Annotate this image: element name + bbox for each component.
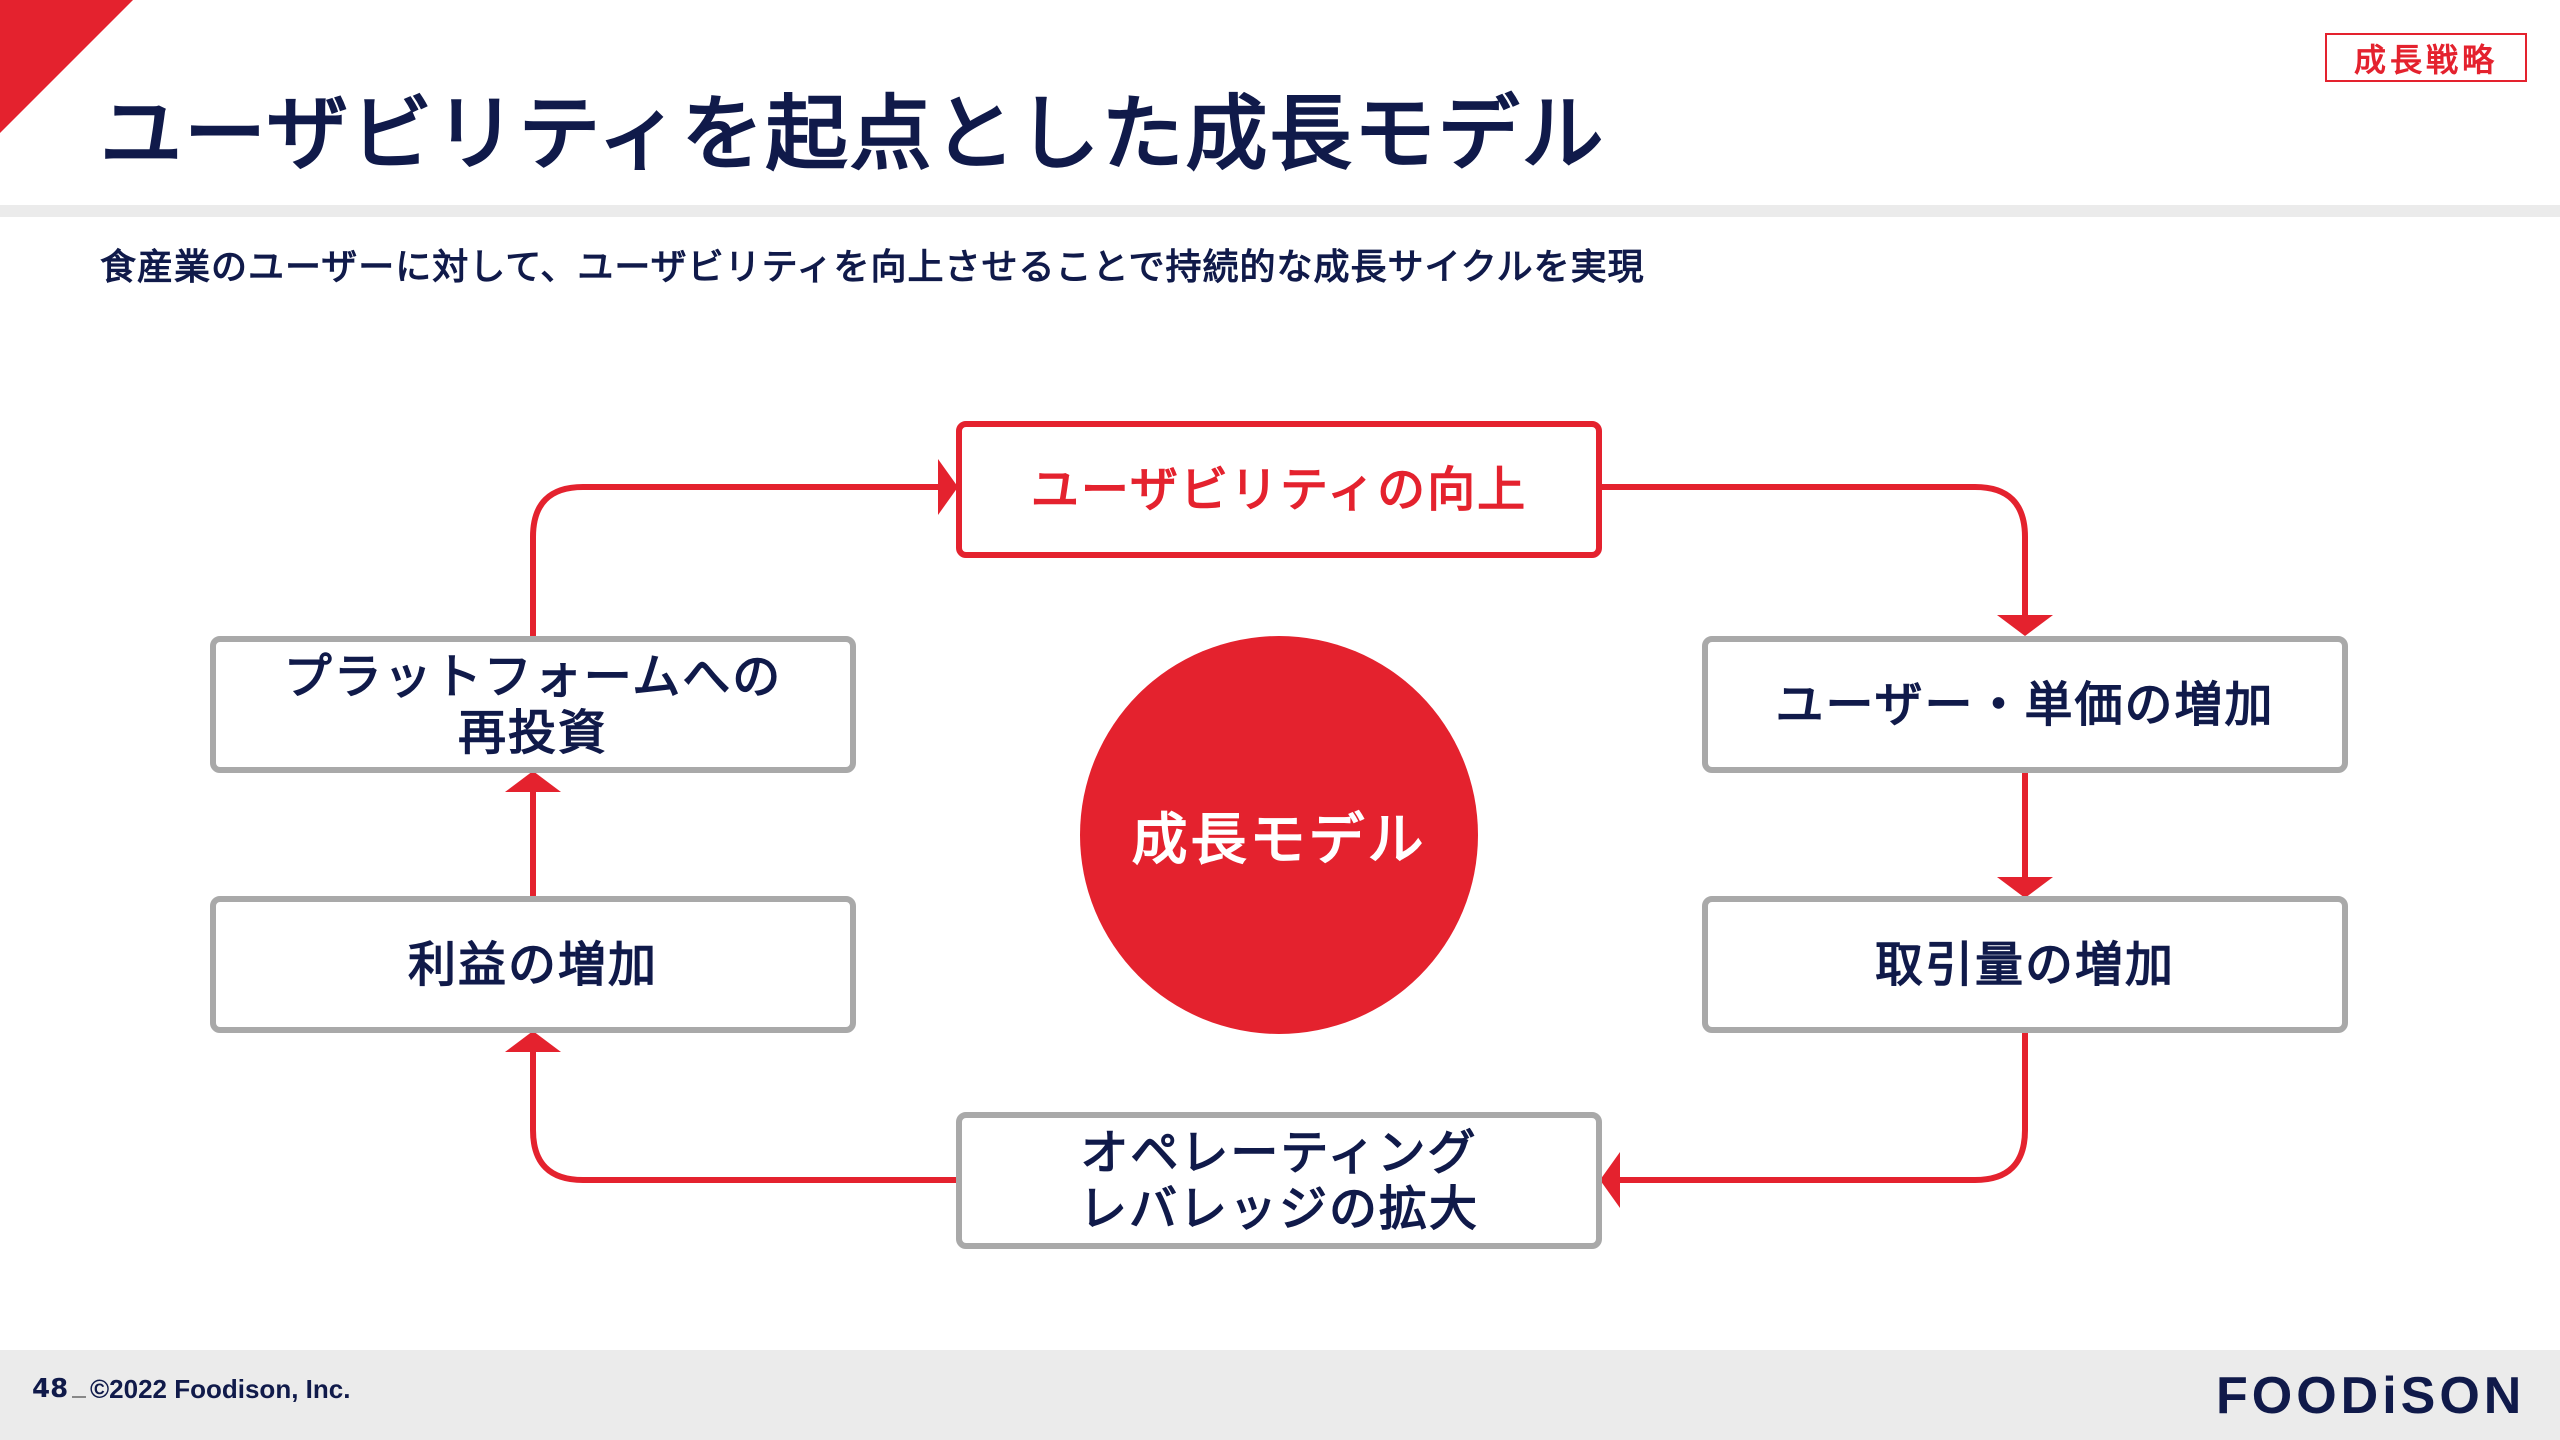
arrowhead-down-users xyxy=(1997,615,2053,636)
page-title: ユーザビリティを起点とした成長モデル xyxy=(100,87,1606,182)
arrowhead-right-usability xyxy=(938,459,958,515)
arrowhead-up-profit xyxy=(505,1031,561,1052)
arrow-leverage-to-profit xyxy=(530,1050,958,1183)
footer-bar xyxy=(0,1350,2560,1440)
corner-accent-triangle xyxy=(0,0,133,133)
company-logo: FOODiSON xyxy=(2216,1367,2526,1425)
arrow-transactions-to-leverage xyxy=(1620,1033,2028,1183)
section-tag: 成長戦略 xyxy=(2325,33,2527,82)
node-users-price: ユーザー・単価の増加 xyxy=(1702,636,2348,773)
page-number: 48 xyxy=(32,1374,69,1404)
arrowhead-left-leverage xyxy=(1600,1152,1620,1208)
arrow-reinvest-to-usability xyxy=(530,484,940,636)
node-leverage: オペレーティング レバレッジの拡大 xyxy=(956,1112,1602,1249)
arrow-usability-to-users xyxy=(1600,484,2028,615)
title-divider xyxy=(0,205,2560,217)
node-profit: 利益の増加 xyxy=(210,896,856,1033)
node-transactions: 取引量の増加 xyxy=(1702,896,2348,1033)
page-subtitle: 食産業のユーザーに対して、ユーザビリティを向上させることで持続的な成長サイクルを… xyxy=(100,247,1645,288)
node-reinvest: プラットフォームへの 再投資 xyxy=(210,636,856,773)
arrowhead-down-transactions xyxy=(1997,877,2053,898)
center-label: 成長モデル xyxy=(1080,636,1478,1034)
copyright: ©2022 Foodison, Inc. xyxy=(90,1374,351,1404)
arrowhead-up-reinvest xyxy=(505,771,561,792)
node-usability: ユーザビリティの向上 xyxy=(956,421,1602,558)
page-number-separator xyxy=(72,1396,86,1398)
